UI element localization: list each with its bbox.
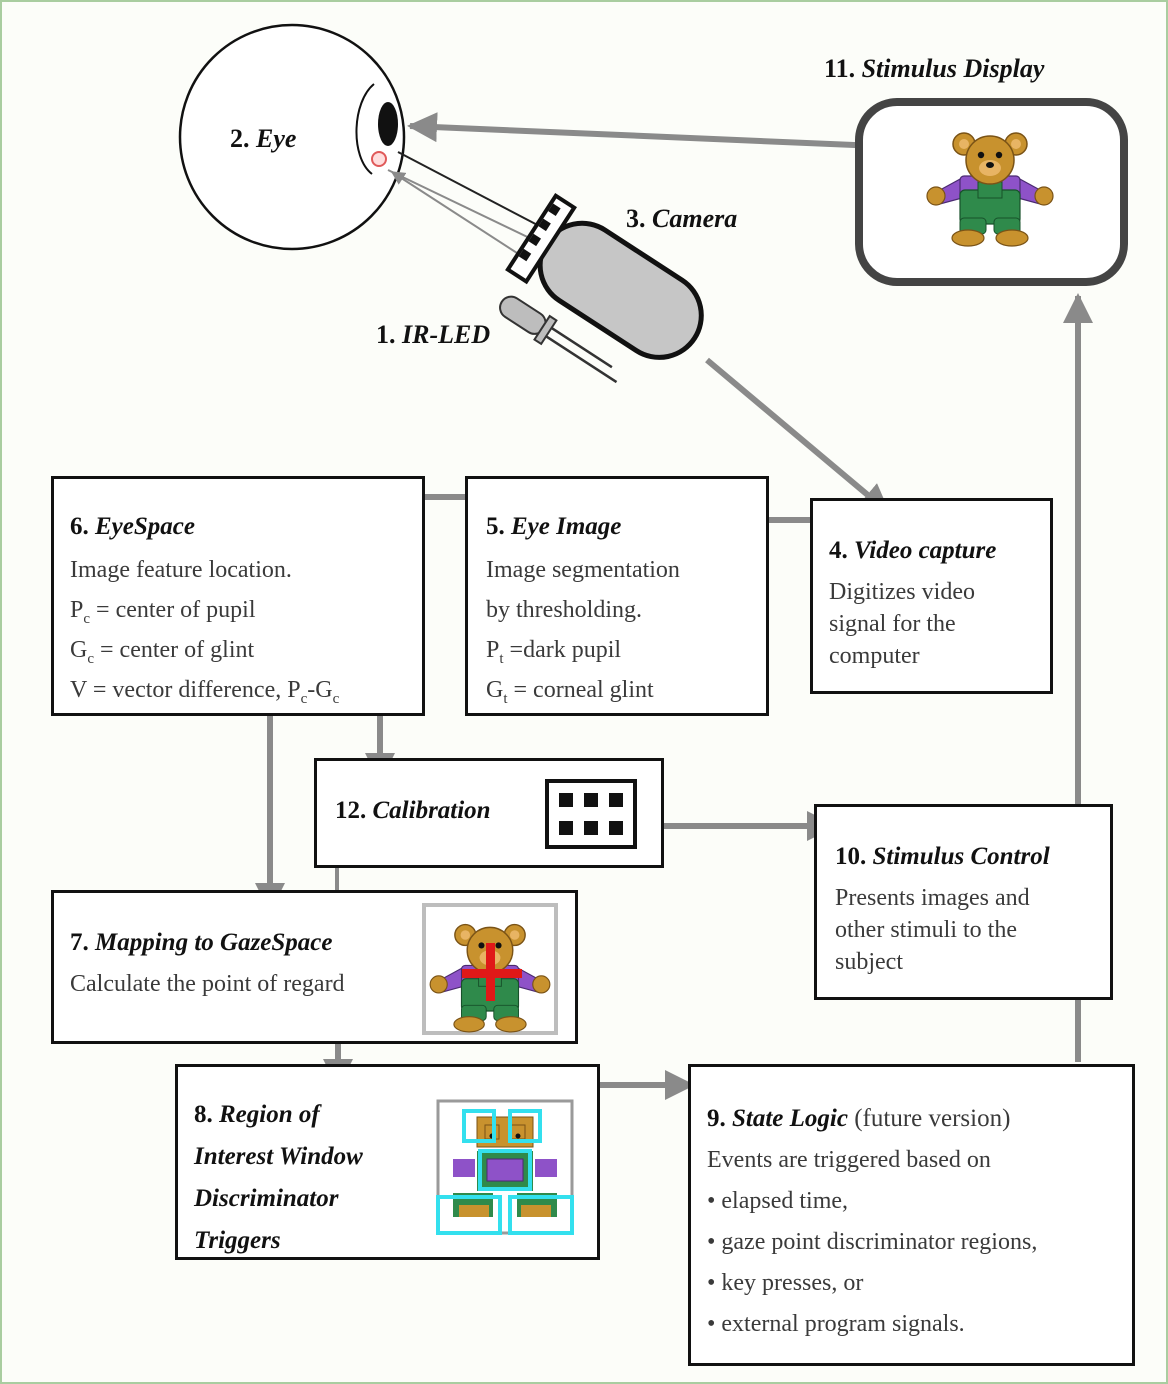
eyespace-title: 6. EyeSpace — [70, 513, 195, 540]
eye-label: 2. Eye — [230, 124, 297, 153]
arrow-camera-to-video-capture — [705, 357, 891, 515]
gaze-point-image — [422, 903, 558, 1035]
camera-label: 3. Camera — [626, 204, 738, 233]
pupil-icon — [378, 102, 398, 146]
eye-image-title: 5. Eye Image — [486, 513, 622, 540]
roi-title: 8. Region of — [194, 1101, 320, 1128]
roi-title-line: Triggers — [194, 1227, 281, 1254]
cornea-icon — [355, 83, 375, 175]
roi-window-icon — [436, 1195, 502, 1235]
video-capture-line: Digitizes video — [829, 579, 975, 605]
state-logic-bullet: • key presses, or — [707, 1270, 864, 1296]
ir-led-icon — [499, 295, 618, 384]
arrow-eye-to-camera — [397, 151, 549, 231]
camera-icon — [505, 192, 704, 360]
eye-image-box: 5. Eye Image Image segmentation by thres… — [465, 476, 769, 716]
state-logic-line: Events are triggered based on — [707, 1147, 991, 1173]
stimulus-control-box: 10. Stimulus Control Presents images and… — [814, 804, 1113, 1000]
mapping-title: 7. Mapping to GazeSpace — [70, 929, 333, 956]
video-capture-line: signal for the — [829, 611, 956, 637]
state-logic-bullet: • external program signals. — [707, 1311, 965, 1337]
calibration-box: 12. Calibration — [314, 758, 664, 868]
video-capture-title: 4. Video capture — [829, 537, 997, 564]
glint-icon — [371, 151, 387, 167]
eye-illustration — [178, 23, 406, 251]
stimulus-control-line: subject — [835, 949, 903, 975]
eyespace-v-line: V = vector difference, Pc-Gc — [70, 677, 340, 707]
roi-window-icon — [508, 1195, 574, 1235]
stimulus-display-label: 11. Stimulus Display — [824, 54, 1045, 83]
roi-box: 8. Region of Interest Window Discriminat… — [175, 1064, 600, 1260]
roi-window-icon — [462, 1109, 496, 1143]
state-logic-title: 9. State Logic (future version) — [707, 1105, 1011, 1132]
mapping-line: Calculate the point of regard — [70, 971, 345, 997]
ir-led-label: 1. IR-LED — [376, 320, 491, 349]
roi-window-icon — [508, 1109, 542, 1143]
state-logic-bullet: • elapsed time, — [707, 1188, 849, 1214]
roi-title-line: Discriminator — [194, 1185, 339, 1212]
video-capture-line: computer — [829, 643, 920, 669]
calibration-grid-icon — [545, 779, 637, 849]
roi-window-icon — [478, 1149, 532, 1191]
state-logic-bullet: • gaze point discriminator regions, — [707, 1229, 1038, 1255]
eye-image-line: by thresholding. — [486, 597, 642, 623]
stimulus-control-line: Presents images and — [835, 885, 1030, 911]
eyespace-pc-line: Pc = center of pupil — [70, 597, 256, 627]
ray-ir-to-eye — [390, 171, 535, 265]
eyespace-line: Image feature location. — [70, 557, 292, 583]
calibration-title: 12. Calibration — [335, 797, 491, 824]
eye-image-line: Image segmentation — [486, 557, 680, 583]
stimulus-control-title: 10. Stimulus Control — [835, 843, 1050, 870]
eye-image-pt-line: Pt =dark pupil — [486, 637, 622, 667]
eye-image-gt-line: Gt = corneal glint — [486, 677, 654, 707]
eyeball-icon — [178, 23, 406, 251]
roi-title-line: Interest Window — [194, 1143, 363, 1170]
ray-eye-to-camera — [387, 169, 544, 245]
eyespace-box: 6. EyeSpace Image feature location. Pc =… — [51, 476, 425, 716]
state-logic-box: 9. State Logic (future version) Events a… — [688, 1064, 1135, 1366]
roi-windows-image — [436, 1099, 574, 1235]
stimulus-control-line: other stimuli to the — [835, 917, 1017, 943]
mapping-box: 7. Mapping to GazeSpace Calculate the po… — [51, 890, 578, 1044]
video-capture-box: 4. Video capture Digitizes video signal … — [810, 498, 1053, 694]
eyespace-gc-line: Gc = center of glint — [70, 637, 255, 667]
arrow-display-to-eye — [407, 112, 925, 151]
